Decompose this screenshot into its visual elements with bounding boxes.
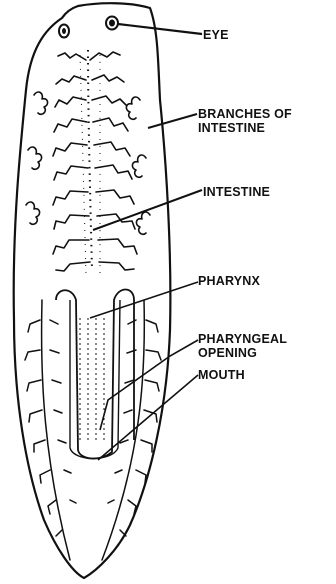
intestine-branches <box>26 52 150 271</box>
eye-right <box>106 17 118 30</box>
label-eye: EYE <box>203 28 229 42</box>
label-branches-line1: BRANCHES OF <box>198 107 292 121</box>
label-pharyngeal-line1: PHARYNGEAL <box>198 332 287 346</box>
intestine-trunk-edge <box>80 55 100 275</box>
label-branches-line2: INTESTINE <box>198 121 265 135</box>
pharynx-sheath <box>56 290 134 459</box>
leader-eye <box>118 24 202 34</box>
label-intestine: INTESTINE <box>203 185 270 199</box>
label-pharynx: PHARYNX <box>198 274 261 288</box>
pharynx-inner-lines <box>80 318 104 440</box>
intestine-trunk <box>88 50 92 270</box>
label-mouth: MOUTH <box>198 368 245 382</box>
leader-branches <box>148 114 197 128</box>
body-outline <box>14 3 171 578</box>
leader-intestine <box>93 190 202 230</box>
eye-left <box>59 25 69 38</box>
label-pharyngeal-line2: OPENING <box>198 346 257 360</box>
